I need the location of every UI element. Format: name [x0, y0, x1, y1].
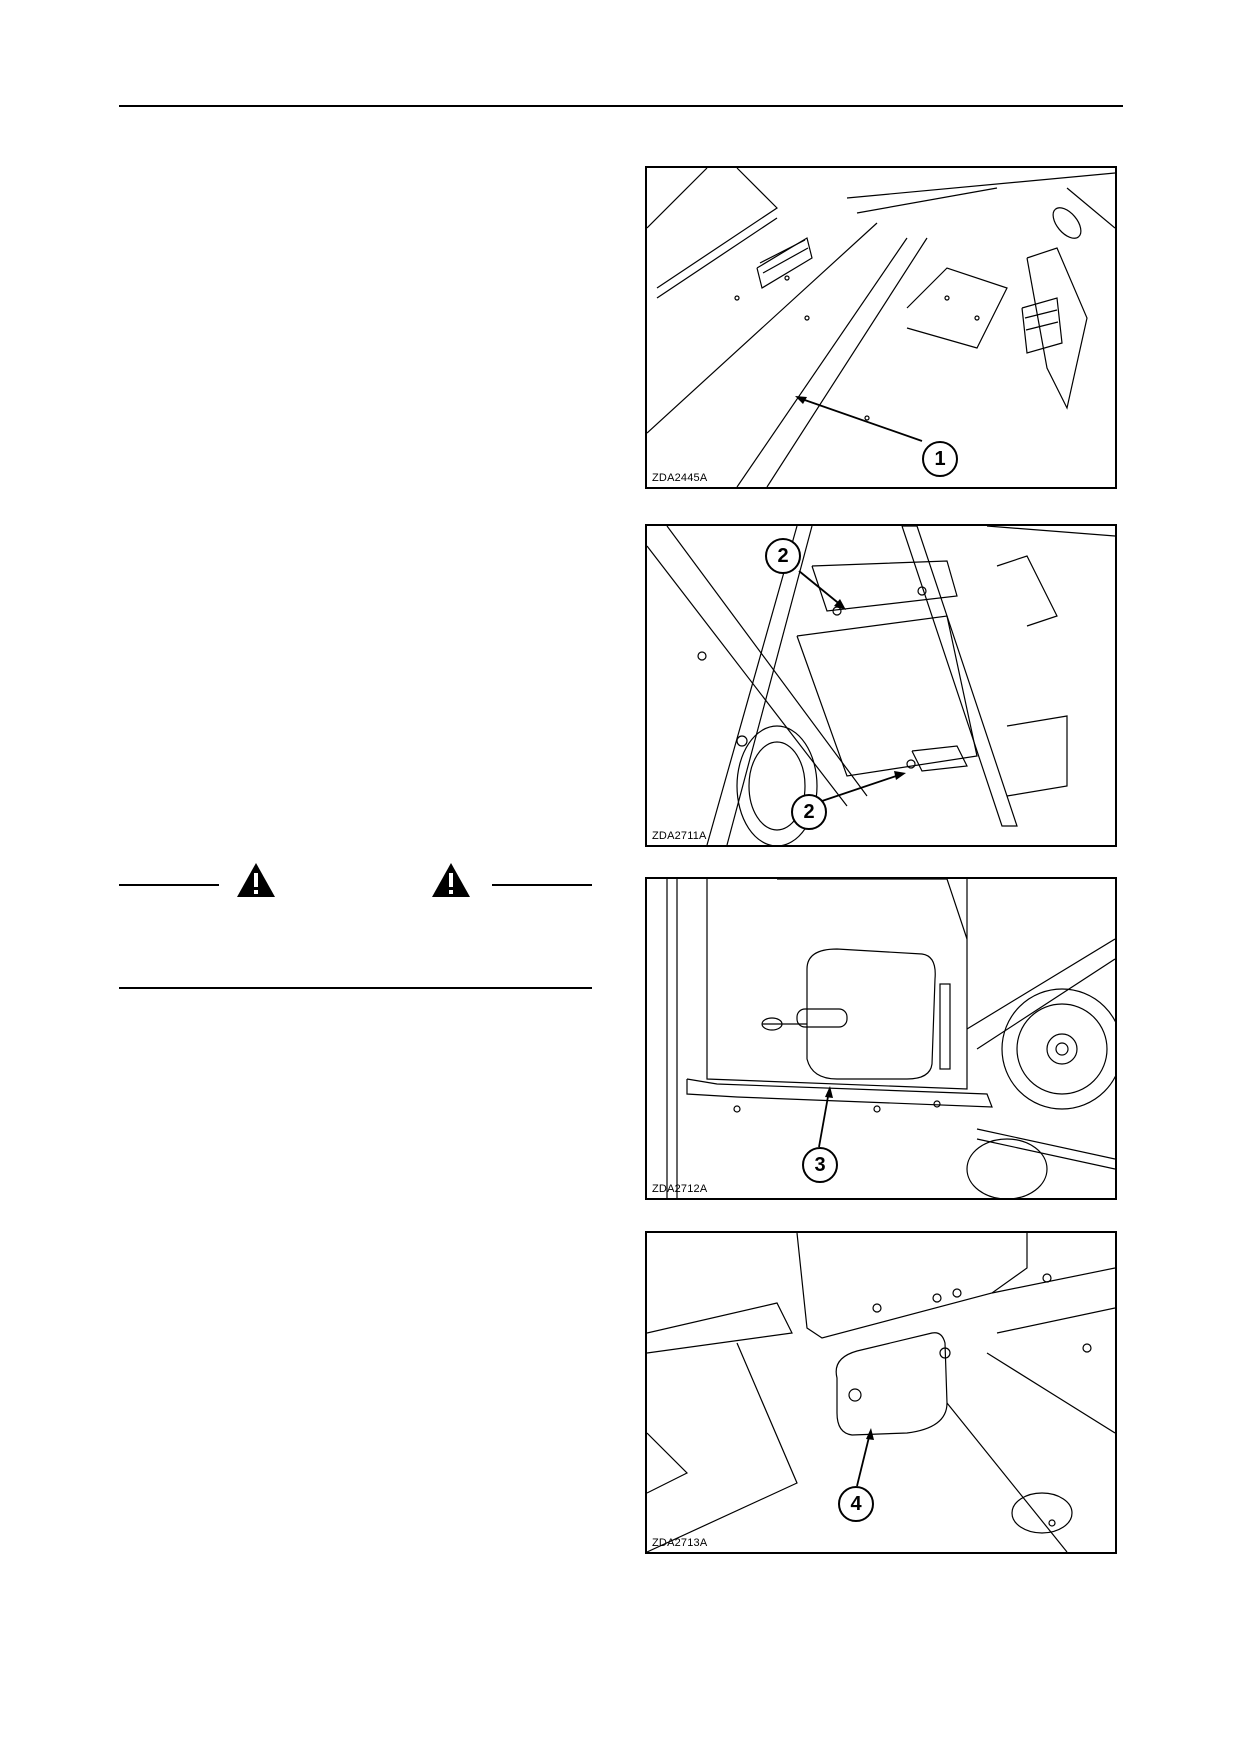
machine-illustration	[647, 526, 1115, 845]
figure-code: ZDA2712A	[652, 1183, 708, 1195]
warning-rule-bottom	[119, 987, 592, 989]
callout-arrow	[798, 570, 906, 802]
machine-illustration	[647, 168, 1115, 487]
figure-illustration: 3 ZDA2712A	[645, 877, 1117, 1200]
warning-rule-right	[492, 884, 592, 886]
warning-triangle-icon	[432, 863, 470, 897]
warning-rule-left	[119, 884, 219, 886]
machine-illustration	[647, 1233, 1115, 1552]
callout-arrow	[856, 1428, 874, 1487]
figure-code: ZDA2445A	[652, 472, 708, 484]
machine-illustration	[666, 879, 1115, 1198]
callout-2: 2	[765, 538, 801, 574]
warning-block	[119, 862, 592, 990]
figure-code: ZDA2711A	[652, 830, 707, 842]
figure-illustration: 1 ZDA2445A	[645, 166, 1117, 489]
callout-3: 3	[802, 1147, 838, 1183]
figure-illustration: 4 ZDA2713A	[645, 1231, 1117, 1554]
figure-illustration: 2 2 ZDA2711A	[645, 524, 1117, 847]
callout-1: 1	[922, 441, 958, 477]
callout-arrow	[795, 396, 923, 442]
callout-arrow	[818, 1086, 833, 1148]
figure-code: ZDA2713A	[652, 1537, 708, 1549]
callout-4: 4	[838, 1486, 874, 1522]
warning-triangle-icon	[237, 863, 275, 897]
header-rule	[119, 105, 1123, 107]
callout-2: 2	[791, 794, 827, 830]
